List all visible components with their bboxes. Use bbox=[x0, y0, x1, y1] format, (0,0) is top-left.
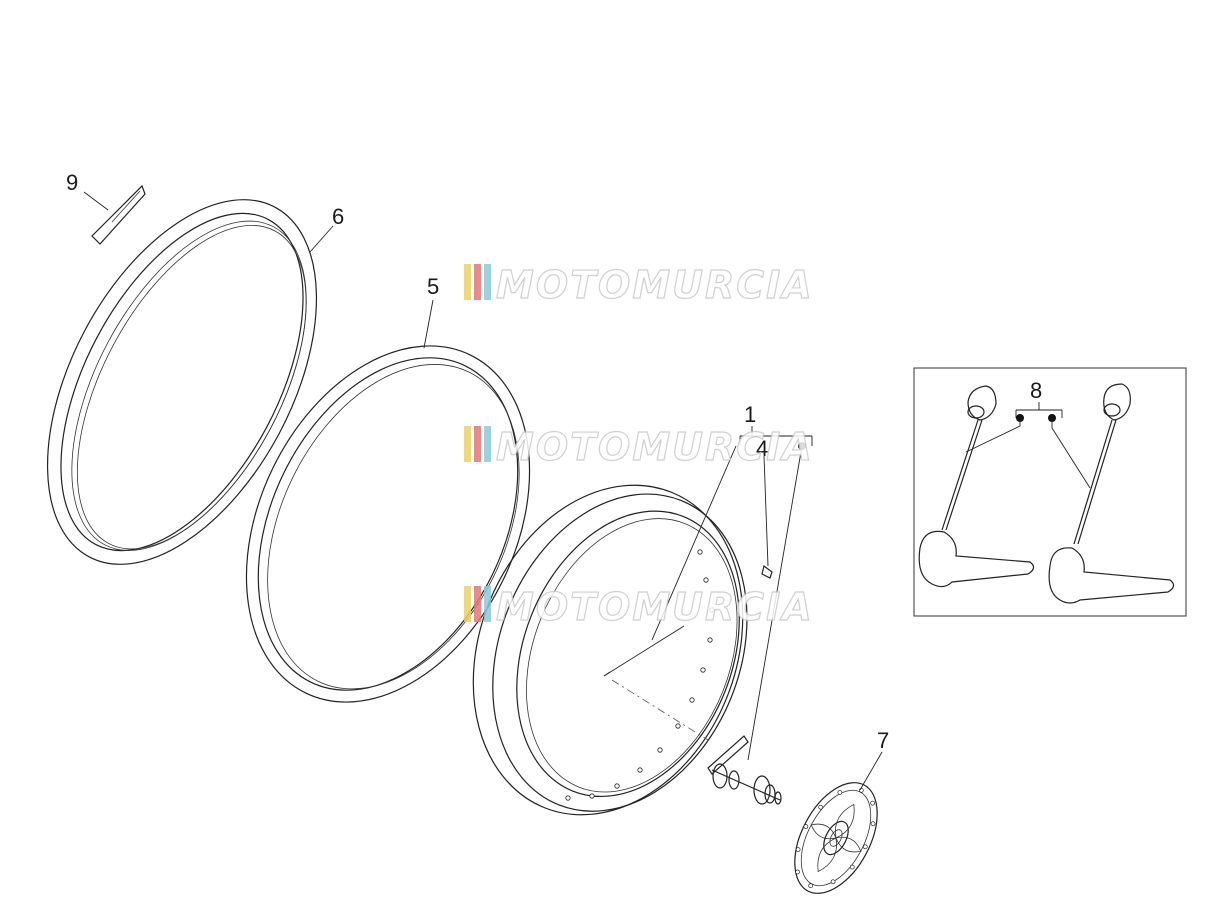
wm-stripe-2 bbox=[474, 586, 481, 622]
watermark-1: MOTOMURCIA bbox=[464, 262, 814, 308]
wm-stripe-2 bbox=[474, 426, 481, 462]
wm-stripe-1 bbox=[464, 586, 471, 622]
wm-stripe-1 bbox=[464, 264, 471, 300]
watermark-text: MOTOMURCIA bbox=[496, 425, 814, 469]
callout-4: 4 bbox=[756, 436, 768, 461]
watermark-3: MOTOMURCIA bbox=[464, 584, 814, 630]
callout-6: 6 bbox=[332, 204, 344, 229]
callout-9: 9 bbox=[66, 170, 78, 195]
wm-stripe-3 bbox=[484, 586, 491, 622]
watermark-2: MOTOMURCIA bbox=[464, 424, 814, 470]
leader-1-bracket bbox=[651, 426, 813, 761]
leader-7 bbox=[859, 751, 883, 791]
callout-5: 5 bbox=[427, 274, 439, 299]
part-9-patch bbox=[91, 184, 146, 245]
callout-1: 1 bbox=[744, 402, 756, 427]
part-5-tube bbox=[245, 345, 531, 703]
wm-stripe-3 bbox=[484, 264, 491, 300]
watermark-text: MOTOMURCIA bbox=[496, 263, 814, 307]
part-6-tyre bbox=[46, 199, 318, 565]
leader-4 bbox=[763, 455, 769, 567]
wm-stripe-2 bbox=[474, 264, 481, 300]
rim-spoke-holes bbox=[565, 549, 715, 801]
skewer-left bbox=[918, 385, 1035, 588]
leader-9 bbox=[83, 191, 109, 211]
callout-7: 7 bbox=[877, 728, 889, 753]
wm-stripe-1 bbox=[464, 426, 471, 462]
callout-8: 8 bbox=[1030, 378, 1042, 403]
wm-stripe-3 bbox=[484, 426, 491, 462]
part-4-valve bbox=[761, 564, 773, 579]
part-7-brake-disc bbox=[794, 782, 878, 894]
leader-5 bbox=[423, 299, 434, 349]
leader-6 bbox=[309, 225, 334, 253]
skewer-right bbox=[1048, 383, 1175, 604]
part-8-inset bbox=[913, 367, 1187, 617]
part-1-rim bbox=[472, 484, 748, 816]
hub-assembly bbox=[707, 735, 782, 805]
watermark-text: MOTOMURCIA bbox=[496, 585, 814, 629]
